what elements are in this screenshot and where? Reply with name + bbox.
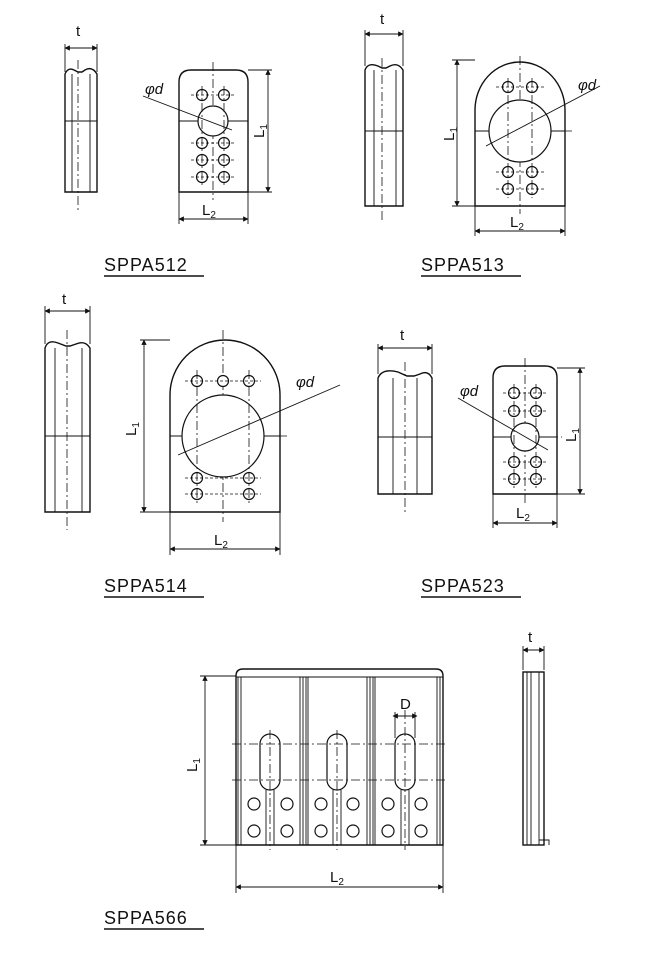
- sppa523-front-view: φd L1 L2: [457, 358, 585, 528]
- caption-sppa566: SPPA566: [104, 908, 188, 928]
- d-dimension-label: D: [400, 696, 411, 713]
- caption-sppa523: SPPA523: [421, 576, 505, 596]
- phi-d-label: φd: [145, 81, 164, 98]
- caption-sppa513: SPPA513: [421, 255, 505, 275]
- sppa514-front-view: φd L1 L2: [123, 330, 341, 555]
- t-dimension-label: t: [528, 629, 533, 646]
- sppa512-side-view: t: [64, 23, 98, 212]
- sppa514-side-view: t: [44, 291, 91, 530]
- t-dimension-label: t: [400, 327, 405, 344]
- sppa513-side-view: t: [364, 11, 404, 222]
- l1-dimension-label: L1: [251, 124, 270, 138]
- l1-dimension-label: L1: [563, 428, 582, 442]
- t-dimension-label: t: [76, 23, 81, 40]
- sppa512-front-view: φd L1 L2: [142, 62, 272, 224]
- phi-d-label: φd: [296, 374, 315, 391]
- t-dimension-label: t: [380, 11, 385, 28]
- sppa513-front-view: φd L1 L2: [441, 56, 601, 236]
- l1-dimension-label: L1: [441, 127, 460, 141]
- l2-dimension-label: L2: [516, 505, 530, 524]
- sppa566-front-view: D L1 L2: [184, 668, 447, 893]
- sppa523-side-view: t: [377, 327, 433, 512]
- l2-dimension-label: L2: [330, 869, 344, 888]
- l2-dimension-label: L2: [214, 532, 228, 551]
- l2-dimension-label: L2: [510, 214, 524, 233]
- t-dimension-label: t: [62, 291, 67, 308]
- l1-dimension-label: L1: [184, 758, 203, 772]
- phi-d-label: φd: [460, 383, 479, 400]
- l2-dimension-label: L2: [202, 202, 216, 221]
- caption-sppa512: SPPA512: [104, 255, 188, 275]
- caption-sppa514: SPPA514: [104, 576, 188, 596]
- l1-dimension-label: L1: [123, 422, 142, 436]
- sppa566-side-view: t: [522, 629, 550, 846]
- phi-d-label: φd: [578, 77, 597, 94]
